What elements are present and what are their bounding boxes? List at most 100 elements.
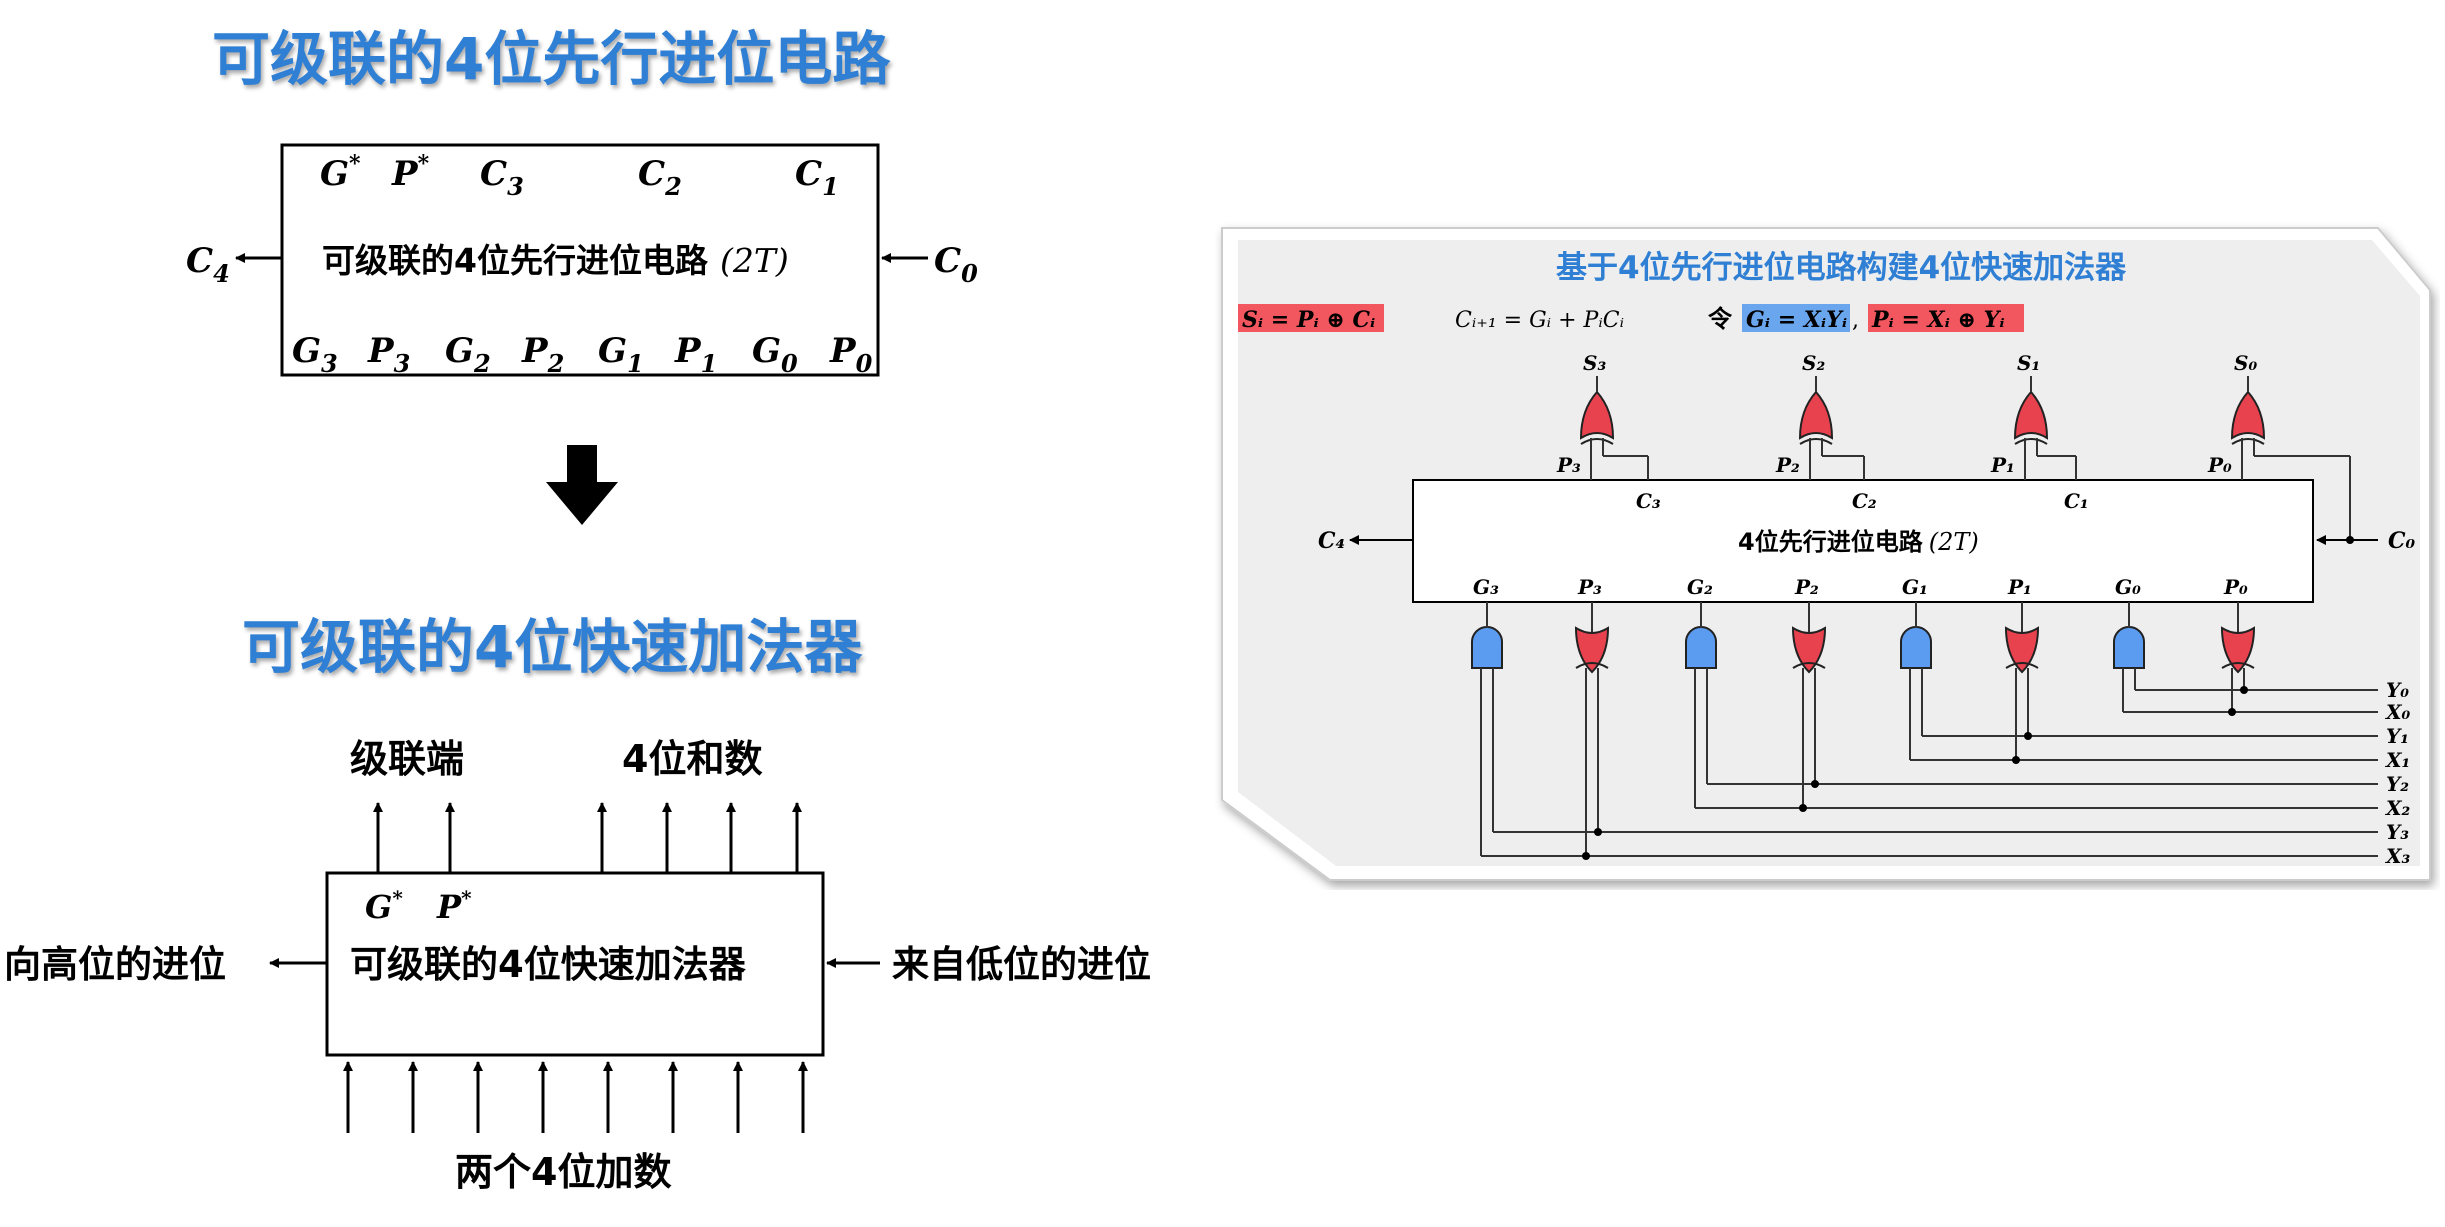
pin-g3: G3 xyxy=(292,331,338,378)
panel-bottom-pin-label: G₂ xyxy=(1687,575,1713,599)
xor-gate-curve xyxy=(2005,662,2039,669)
xor-gate-icon xyxy=(1574,626,1610,674)
pin-p-star: P* xyxy=(391,151,430,194)
and-gate-icon xyxy=(1900,626,1932,669)
xor-gate-curve xyxy=(1792,662,1826,669)
panel-title: 基于4位先行进位电路构建4位快速加法器 xyxy=(1556,250,2127,286)
panel-p-top-label: P₀ xyxy=(2207,453,2232,477)
xor-gate-icon xyxy=(1579,390,1615,440)
xor-gate-curve xyxy=(2014,438,2048,445)
xor-gate-curve xyxy=(1799,438,1833,445)
panel-bottom-pin-label: G₀ xyxy=(2115,575,2141,599)
adder-pin-g-star: G* xyxy=(365,886,403,926)
xor-gate-curve xyxy=(2221,662,2255,669)
formula-comma: , xyxy=(1852,308,1859,333)
pin-p1: P1 xyxy=(674,331,717,378)
wire-junction xyxy=(2228,708,2236,716)
xor-gate-icon xyxy=(2230,390,2266,440)
and-gate-icon xyxy=(1471,626,1503,669)
panel-c0: C₀ xyxy=(2388,528,2416,554)
panel-input-label: X₀ xyxy=(2384,700,2411,724)
panel-p-top-label: P₃ xyxy=(1556,453,1581,477)
panel-input-label: X₃ xyxy=(2384,844,2411,868)
xor-gate-icon xyxy=(2220,626,2256,674)
pin-g0: G0 xyxy=(752,331,798,378)
xor-gate-icon xyxy=(2013,390,2049,440)
xor-gate-curve xyxy=(1575,662,1609,669)
panel-input-label: X₁ xyxy=(2384,748,2410,772)
panel-cla-label: 4位先行进位电路(2T) xyxy=(1738,528,1979,556)
pin-p0: P0 xyxy=(829,331,873,378)
panel-input-label: Y₂ xyxy=(2386,772,2409,796)
formula-c: Cᵢ₊₁ = Gᵢ + PᵢCᵢ xyxy=(1455,308,1624,333)
panel-sum-label: S₁ xyxy=(2017,351,2040,375)
panel-p-top-label: P₁ xyxy=(1990,453,2015,477)
xor-gate-curve xyxy=(2231,438,2265,445)
pin-c3: C3 xyxy=(480,154,524,201)
wire-junction xyxy=(1811,780,1819,788)
top-title: 可级联的4位先行进位电路 xyxy=(212,25,891,93)
pin-g2: G2 xyxy=(445,331,491,378)
wire-junction xyxy=(2346,536,2354,544)
pin-c1: C1 xyxy=(795,154,839,201)
panel-c-top-label: C₁ xyxy=(2064,489,2089,513)
panel-sum-label: S₃ xyxy=(1583,351,1606,375)
panel-bottom-pin-label: P₃ xyxy=(1577,575,1602,599)
xor-gate-curve xyxy=(1580,438,1614,445)
wire-junction xyxy=(2240,686,2248,694)
panel-input-label: Y₀ xyxy=(2386,678,2409,702)
adder-box xyxy=(325,871,825,1057)
xor-gate-icon xyxy=(1791,626,1827,674)
pin-g1: G1 xyxy=(598,331,644,378)
lookahead-box xyxy=(280,143,880,377)
addends-label: 两个4位加数 xyxy=(455,1150,671,1194)
panel-cla-box xyxy=(1412,479,2314,603)
pin-c2: C2 xyxy=(638,154,682,201)
panel-c-top-label: C₃ xyxy=(1636,489,1661,513)
adder-pin-p-star: P* xyxy=(436,886,472,926)
panel-bottom-pin-label: G₁ xyxy=(1902,575,1928,599)
pin-g-star: G* xyxy=(320,151,361,194)
wire-junction xyxy=(1582,852,1590,860)
wire-junction xyxy=(2024,732,2032,740)
panel-bottom-pin-label: P₂ xyxy=(1794,575,1819,599)
panel-p-top-label: P₂ xyxy=(1775,453,1800,477)
carry-c4: C4 xyxy=(186,241,230,288)
wire-junction xyxy=(2012,756,2020,764)
and-gate-icon xyxy=(2113,626,2145,669)
pin-p3: P3 xyxy=(367,331,410,378)
and-gate-icon xyxy=(1685,626,1717,669)
xor-gate-icon xyxy=(1798,390,1834,440)
formula-g: Gᵢ = XᵢYᵢ xyxy=(1746,307,1847,333)
cascade-label: 级联端 xyxy=(350,737,464,781)
panel-sum-label: S₀ xyxy=(2234,351,2257,375)
xor-gate-icon xyxy=(2004,626,2040,674)
adder-label: 可级联的4位快速加法器 xyxy=(350,943,747,986)
left-carry-label: 向高位的进位 xyxy=(4,943,226,986)
panel-input-label: Y₃ xyxy=(2386,820,2409,844)
wire-junction xyxy=(1594,828,1602,836)
panel-c4: C₄ xyxy=(1318,528,1345,554)
right-carry-label: 来自低位的进位 xyxy=(892,943,1151,986)
down-arrow xyxy=(546,445,618,525)
panel-bottom-pin-label: P₀ xyxy=(2223,575,2248,599)
sum-label: 4位和数 xyxy=(622,737,762,781)
adder-diagram: 级联端 4位和数 G* P* 可级联的4位快速加法器 向高位的进位 来自低位的进… xyxy=(4,737,1151,1194)
bottom-title: 可级联的4位快速加法器 xyxy=(242,613,863,681)
input-arrows xyxy=(343,1061,808,1133)
panel-bottom-pin-label: P₁ xyxy=(2007,575,2032,599)
formula-p: Pᵢ = Xᵢ ⊕ Yᵢ xyxy=(1871,307,2005,333)
panel-bottom-pin-label: G₃ xyxy=(1473,575,1499,599)
panel-input-label: X₂ xyxy=(2384,796,2411,820)
cla-adder-panel: 基于4位先行进位电路构建4位快速加法器 Sᵢ = Pᵢ ⊕ Cᵢ Cᵢ₊₁ = … xyxy=(1221,227,2431,881)
output-arrows xyxy=(373,802,802,873)
carry-c0: C0 xyxy=(934,241,978,288)
panel-input-label: Y₁ xyxy=(2386,724,2409,748)
wire-junction xyxy=(1799,804,1807,812)
formula-let: 令 xyxy=(1708,305,1733,333)
lookahead-label: 可级联的4位先行进位电路(2T) xyxy=(322,241,789,280)
formula-s: Sᵢ = Pᵢ ⊕ Cᵢ xyxy=(1242,307,1375,333)
